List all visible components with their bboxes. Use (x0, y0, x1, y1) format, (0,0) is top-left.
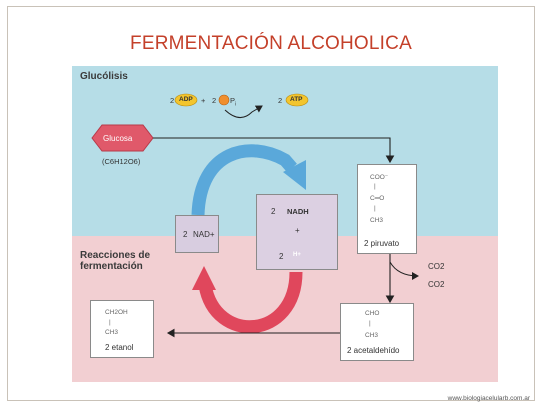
red-cycle-arrow (198, 271, 303, 334)
pi-label: Pi (230, 96, 237, 108)
acetaldehyde-line1: CHO (365, 310, 380, 317)
plus-sign: + (201, 96, 206, 105)
nad-label: NAD+ (193, 230, 215, 239)
atp-badge (285, 93, 309, 107)
co2-label-2: CO2 (428, 280, 445, 289)
nadh-plus: + (295, 226, 300, 235)
co2-label-1: CO2 (428, 262, 445, 271)
ethanol-line2: CH3 (105, 329, 119, 336)
blue-arrowhead (283, 160, 306, 190)
nadh-label: NADH (287, 207, 309, 216)
fermentation-label-line2: fermentación (80, 261, 143, 272)
glucose-label: Glucosa (103, 134, 133, 143)
pyruvate-line1: COO⁻ (370, 174, 389, 181)
glucose-formula: (C6H12O6) (102, 157, 141, 166)
pyruvate-label: 2 piruvato (364, 239, 400, 248)
pi-badge (218, 94, 230, 106)
pyruvate-line2: C═O (370, 195, 385, 202)
ethanol-bond: | (109, 319, 111, 326)
h-coefficient: 2 (279, 252, 284, 261)
pyruvate-bond1: | (374, 183, 376, 190)
acetaldehyde-label: 2 acetaldehído (347, 346, 400, 355)
ethanol-label: 2 etanol (105, 343, 134, 352)
co2-release-arrow (389, 261, 419, 280)
adp-label: ADP (179, 96, 193, 103)
nad-coefficient: 2 (183, 230, 188, 239)
nadh-box: 2 NADH + 2 H+ (256, 194, 338, 270)
pi-coefficient: 2 (212, 96, 217, 105)
acetaldehyde-line2: CH3 (365, 332, 379, 339)
pyruvate-box: COO⁻ | C═O | CH3 2 piruvato (357, 164, 417, 254)
nadh-coefficient: 2 (271, 207, 276, 216)
atp-coefficient: 2 (278, 96, 283, 105)
fermentation-label-line1: Reacciones de (80, 250, 151, 261)
acetaldehyde-bond: | (369, 320, 371, 327)
blue-cycle-arrow (191, 144, 297, 216)
adp-coefficient: 2 (170, 96, 175, 105)
ethanol-box: CH2OH | CH3 2 etanol (90, 300, 154, 358)
pyruvate-line3: CH3 (370, 217, 384, 224)
adp-badge (174, 93, 198, 107)
pyruvate-bond2: | (374, 205, 376, 212)
atp-label: ATP (290, 96, 303, 103)
ethanol-line1: CH2OH (105, 309, 128, 316)
acetaldehyde-box: CHO | CH3 2 acetaldehído (340, 303, 414, 361)
nad-box: 2 NAD+ (175, 215, 219, 253)
glucose-to-pyruvate-arrow (153, 137, 395, 164)
diagram-title: FERMENTACIÓN ALCOHOLICA (130, 33, 412, 54)
red-arrowhead (192, 266, 216, 290)
adp-to-atp-arrow (224, 105, 263, 118)
glycolysis-label: Glucólisis (80, 71, 128, 82)
source-url: www.biologiacelularb.com.ar (447, 395, 530, 402)
h-label: H+ (293, 252, 301, 258)
